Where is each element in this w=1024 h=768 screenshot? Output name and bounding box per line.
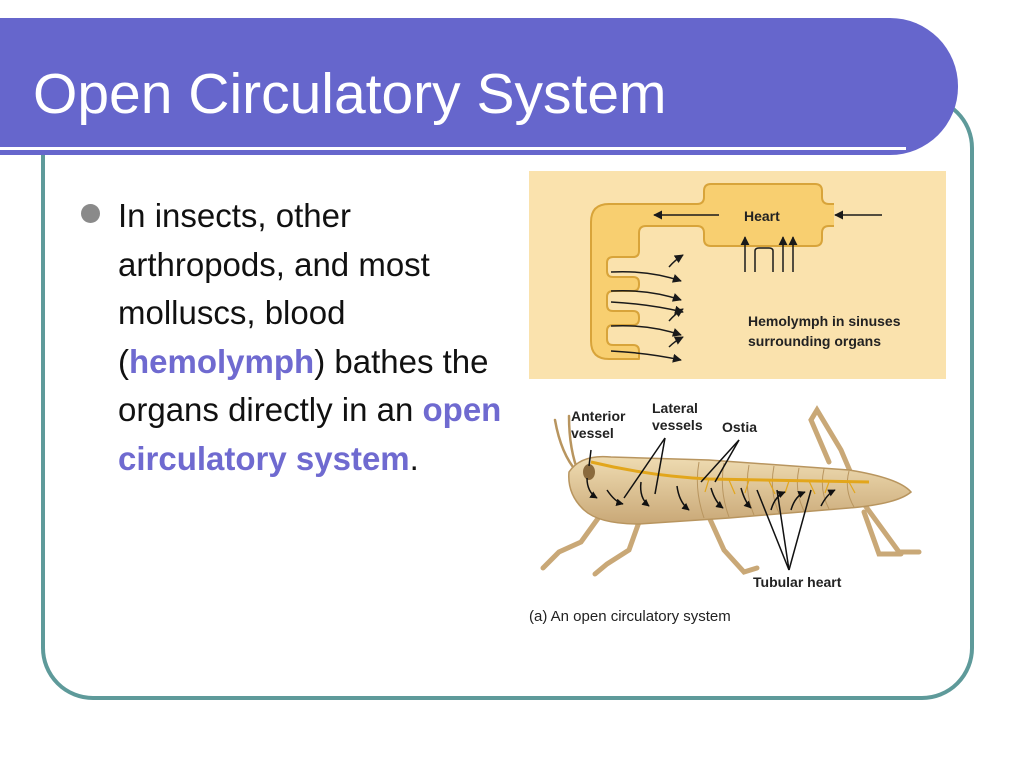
bullet-text: In insects, other arthropods, and most m… [118,192,503,483]
bullet-text-part3: . [409,439,419,477]
bullet-text-part1: In insects, other arthropods, and most m… [118,197,430,380]
title-underline [0,147,906,150]
term-hemolymph: hemolymph [129,342,315,380]
slide-title: Open Circulatory System [33,62,667,126]
sinus-label: Hemolymph in sinuses surrounding organs [748,313,901,349]
grasshopper-legs [540,405,922,577]
grasshopper-body [568,455,913,525]
dorsal-vessel [590,460,870,484]
grasshopper-svg [540,405,922,577]
heart-label: Heart [744,208,780,224]
schematic-diagram: Heart Hemolymph in sinuses surrounding o… [529,171,946,379]
grasshopper-diagram: Anterior vessel Lateral vessels Ostia Tu… [529,392,946,610]
leader-lines [588,437,812,571]
title-bar: Open Circulatory System [0,18,958,155]
label-tubular-heart: Tubular heart [753,574,842,590]
term-open-circulatory-system: open circulatory system [118,391,502,477]
schematic-svg [590,183,882,363]
bullet-icon [81,204,100,223]
ostia-arrows [740,236,798,272]
grasshopper-eye [583,464,595,480]
label-anterior-vessel: Anterior vessel [571,408,626,441]
hemolymph-flow-arrows [586,477,836,511]
label-ostia: Ostia [722,419,758,435]
sinus-arrows [610,254,684,363]
vessel-loop [590,183,834,360]
bullet-text-part2: ) bathes the organs directly in an [118,342,489,429]
label-lateral-vessels: Lateral vessels [652,400,703,433]
figure-caption: (a) An open circulatory system [529,608,731,625]
lateral-branches [704,478,856,495]
